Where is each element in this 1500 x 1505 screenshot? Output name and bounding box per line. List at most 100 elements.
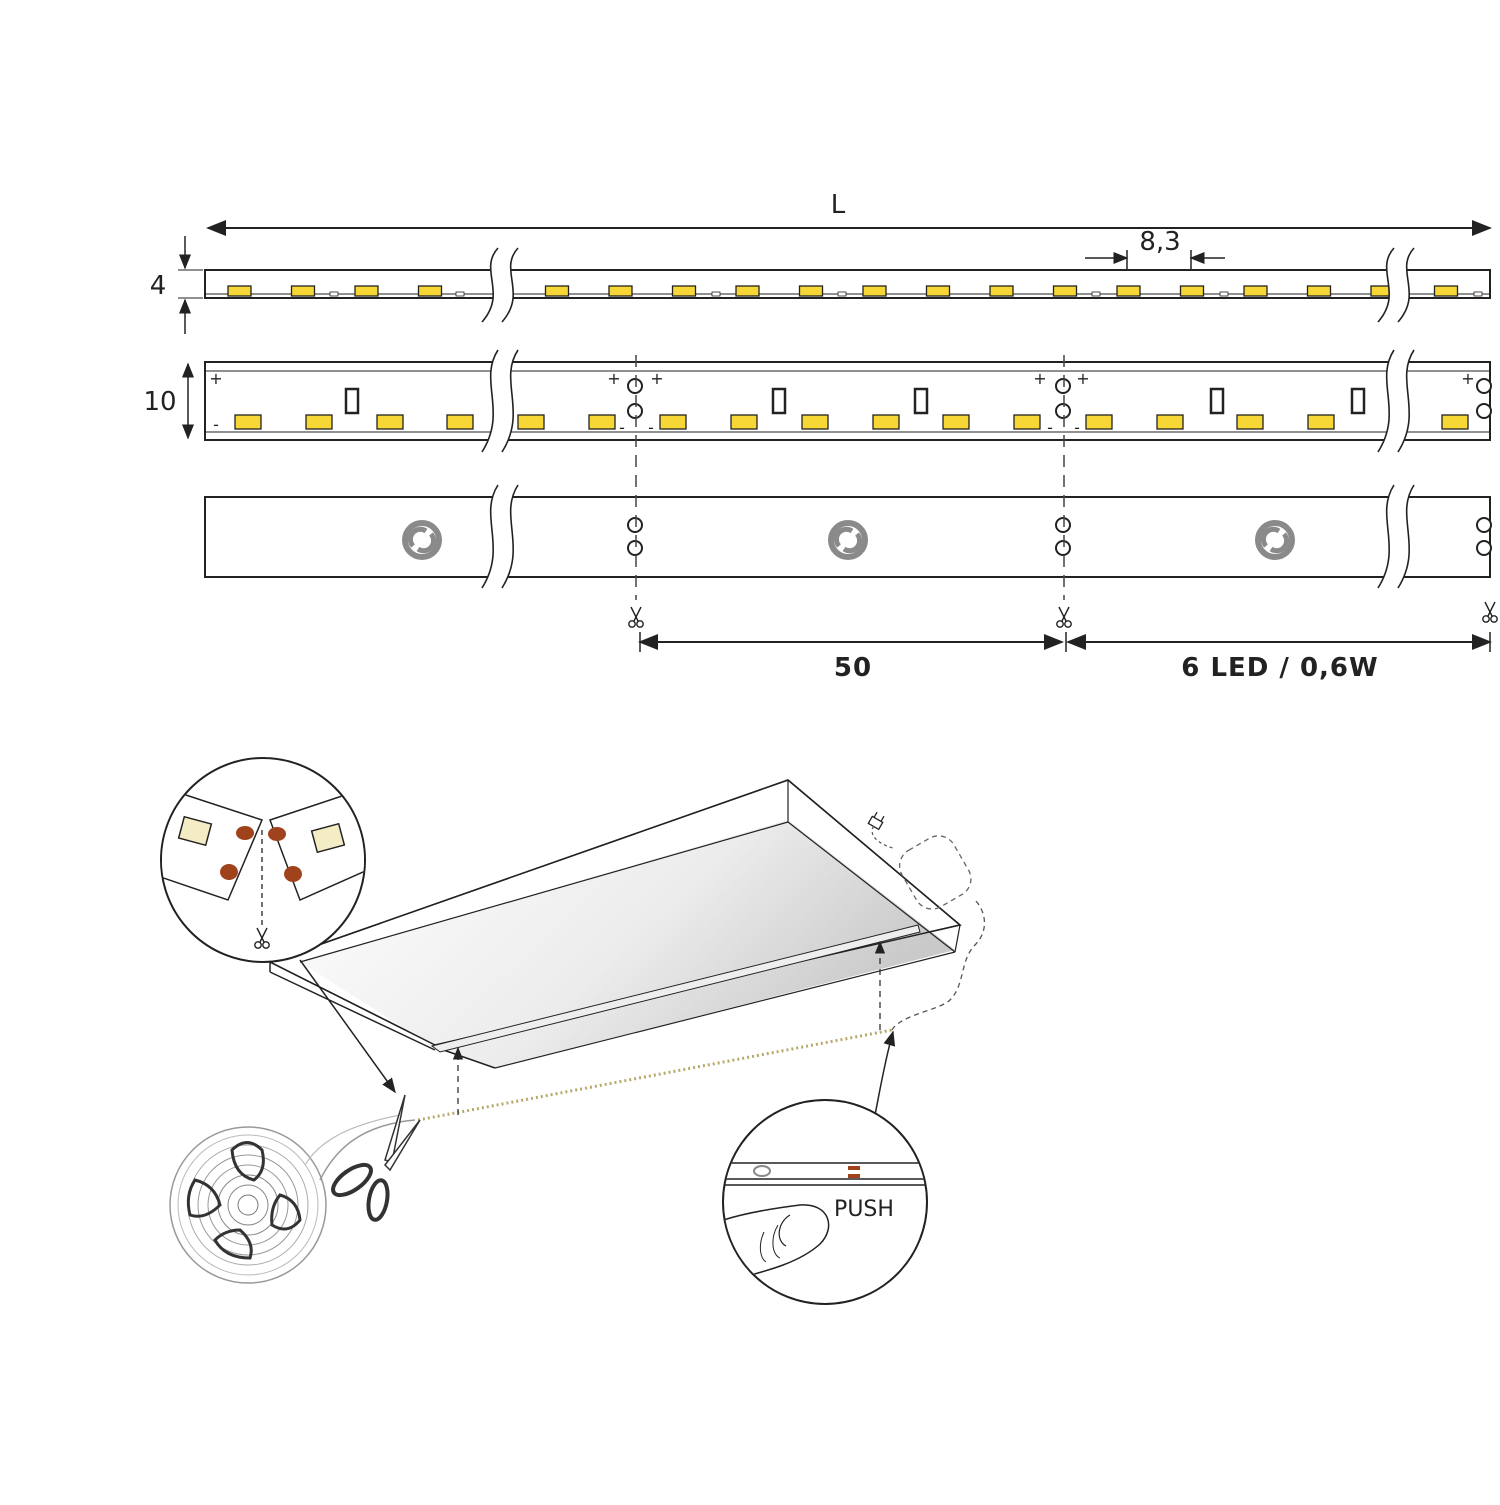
led-chip: [376, 414, 404, 430]
resistor-chip: [1219, 291, 1229, 297]
resistor-chip: [344, 387, 360, 415]
led-chip: [1116, 285, 1141, 297]
scissors-icon: [1056, 606, 1072, 628]
front-height-label: 10: [143, 387, 176, 417]
break-marks: [481, 247, 1415, 589]
led-chip: [1307, 414, 1335, 430]
led-chip: [1441, 414, 1469, 430]
break-line: [501, 349, 519, 453]
solder-pad: [1476, 403, 1492, 419]
break-line: [501, 484, 519, 589]
scissors-icon: [331, 1094, 421, 1222]
led-chip: [801, 414, 829, 430]
led-chip: [588, 414, 616, 430]
solder-pad: [1055, 403, 1071, 419]
pitch-label: 8,3: [1139, 227, 1180, 257]
svg-text:+: +: [650, 369, 663, 388]
resistor-chip: [455, 291, 465, 297]
scissors-icon: [1482, 601, 1498, 623]
led-chip: [1052, 285, 1078, 297]
led-chip: [290, 285, 316, 297]
solder-pad: [1055, 517, 1071, 533]
resistor-chip: [913, 387, 929, 415]
led-chip: [1179, 285, 1205, 297]
segment-spec-label: 6 LED / 0,6W: [1181, 653, 1378, 683]
break-line: [481, 247, 499, 323]
break-line: [1377, 484, 1395, 589]
break-line: [481, 349, 499, 453]
top-height-label: 4: [150, 271, 167, 301]
led-chip: [1243, 285, 1268, 297]
strip-front-view: 10 + - + + - - + + - - +: [143, 361, 1492, 441]
break-line: [1377, 247, 1395, 323]
led-chip: [862, 285, 887, 297]
front-view-solder-pads: [627, 378, 1492, 419]
led-chip: [608, 285, 633, 297]
svg-text:+: +: [1076, 369, 1089, 388]
led-chip: [354, 285, 379, 297]
solder-pad: [627, 378, 643, 394]
led-chip: [227, 285, 252, 297]
led-chip: [1236, 414, 1264, 430]
led-chip: [925, 285, 951, 297]
length-label: L: [831, 190, 846, 220]
led-chip: [942, 414, 970, 430]
shelf-illustration: [268, 779, 986, 1122]
resistor-chip: [711, 291, 721, 297]
svg-text:-: -: [1074, 418, 1080, 437]
svg-text:-: -: [1047, 418, 1053, 437]
break-line: [481, 484, 499, 589]
length-dimension: L: [206, 190, 1492, 236]
led-chip: [730, 414, 758, 430]
cut-detail-callout: [160, 757, 366, 963]
resistor-chip: [1350, 387, 1366, 415]
led-chip: [1433, 285, 1459, 297]
solder-pad: [627, 540, 643, 556]
led-reel: [169, 1114, 416, 1284]
front-view-led-row: [234, 414, 1469, 430]
break-line: [1397, 349, 1415, 453]
cut-marks: [628, 601, 1498, 628]
led-chip: [735, 285, 760, 297]
push-label: PUSH: [834, 1197, 894, 1222]
resistor-chip: [771, 387, 787, 415]
back-view-solder-pads: [627, 517, 1492, 556]
solder-pad: [1055, 378, 1071, 394]
cut-lines: [635, 355, 1065, 600]
power-supply: [898, 835, 972, 910]
solder-pad: [1476, 517, 1492, 533]
cut-interval-label: 50: [834, 653, 872, 683]
resistor-chip: [1473, 291, 1483, 297]
svg-text:+: +: [607, 369, 620, 388]
break-line: [1397, 247, 1415, 323]
svg-text:+: +: [1033, 369, 1046, 388]
led-chip: [798, 285, 824, 297]
resistor-chip: [837, 291, 847, 297]
led-chip: [305, 414, 333, 430]
led-chip: [1013, 414, 1041, 430]
solder-pad: [1476, 540, 1492, 556]
svg-text:-: -: [619, 418, 625, 437]
led-chip: [517, 414, 545, 430]
strip-top-view: 4: [150, 236, 1491, 334]
led-chip: [659, 414, 687, 430]
resistor-chip: [329, 291, 339, 297]
push-callout: PUSH: [722, 1099, 928, 1305]
svg-text:+: +: [1461, 369, 1474, 388]
led-chip: [872, 414, 900, 430]
resistor-chip: [1209, 387, 1225, 415]
scissors-icon: [628, 606, 644, 628]
front-view-resistors: [344, 387, 1366, 415]
resistor-chip: [1091, 291, 1101, 297]
plus-sign: +: [209, 369, 222, 388]
led-chip: [1306, 285, 1332, 297]
led-chip: [1156, 414, 1184, 430]
break-line: [501, 247, 519, 323]
strip-back-view: [204, 496, 1492, 578]
minus-sign: -: [213, 415, 219, 434]
led-chip: [544, 285, 570, 297]
led-chip: [1085, 414, 1113, 430]
led-chip: [989, 285, 1014, 297]
led-chip: [417, 285, 443, 297]
